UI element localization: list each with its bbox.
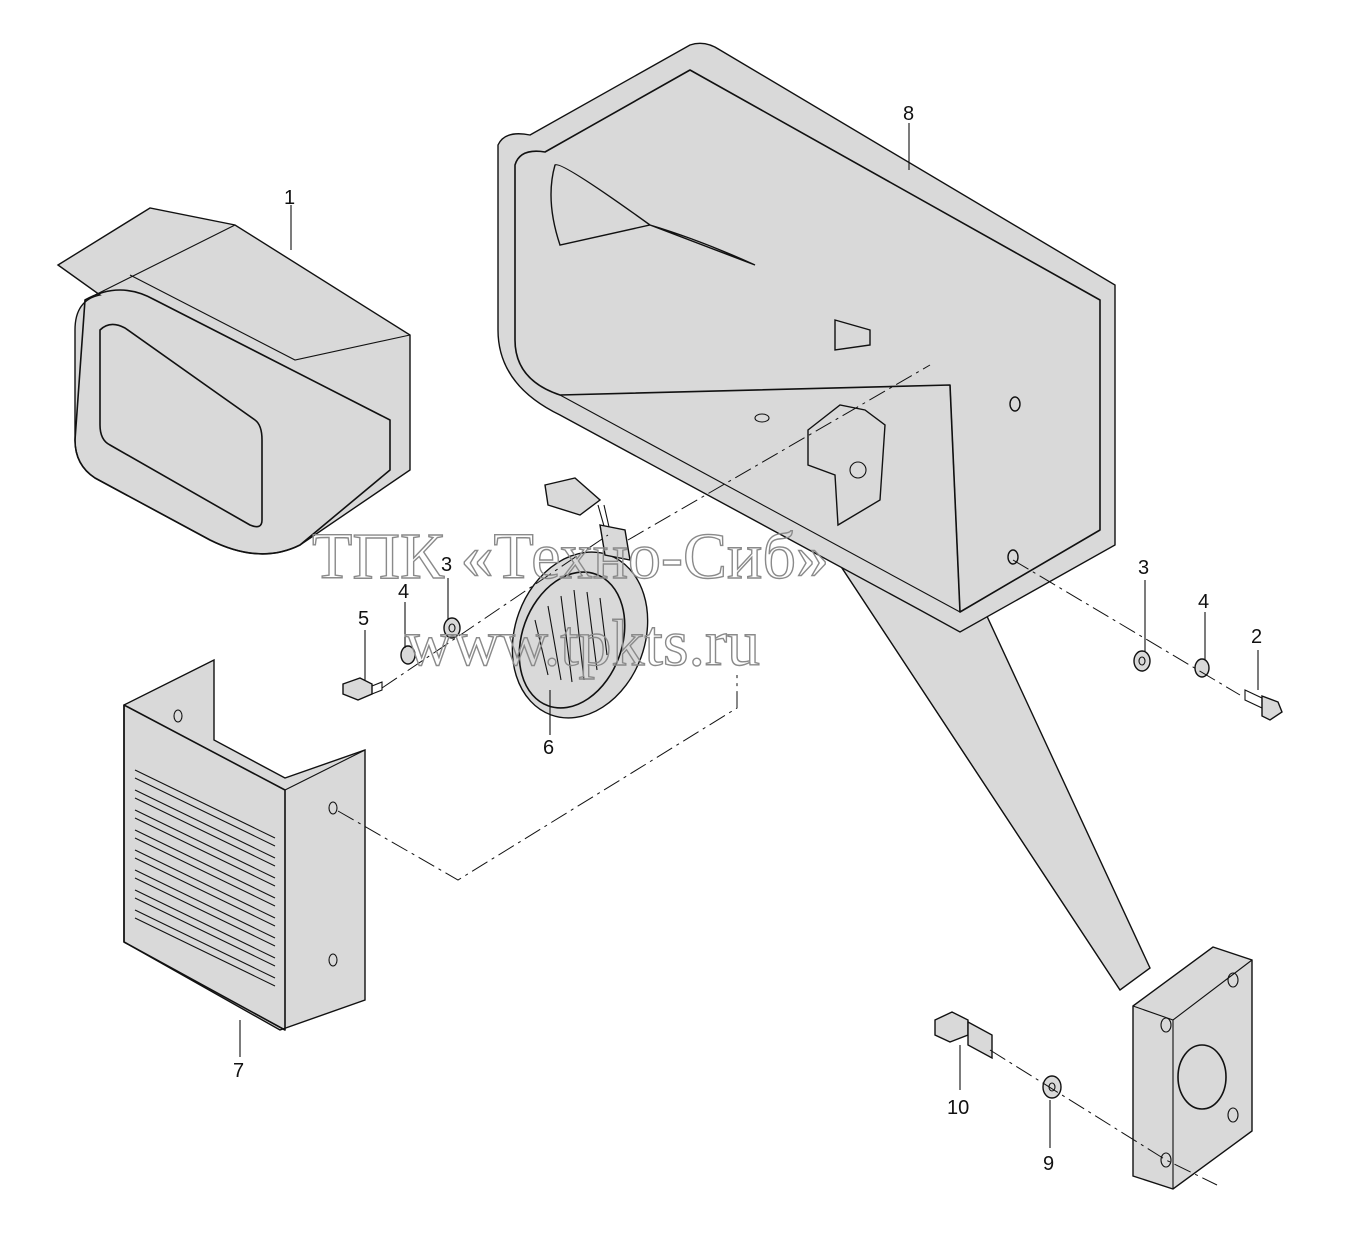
grille-slots bbox=[134, 769, 276, 987]
callout-labels: 1 8 3 4 5 6 7 3 4 2 10 9 bbox=[233, 103, 1262, 1175]
callout-8: 8 bbox=[903, 103, 914, 125]
callout-3-left: 3 bbox=[441, 554, 452, 576]
assembly-lines bbox=[337, 364, 1241, 1186]
callout-6: 6 bbox=[543, 737, 554, 759]
part-6-horn bbox=[511, 477, 649, 719]
part-8-housing bbox=[497, 42, 1253, 1190]
watermark-line1: ТПК «Техно-Сиб» bbox=[312, 520, 829, 593]
callout-1: 1 bbox=[284, 187, 295, 209]
callout-2: 2 bbox=[1251, 626, 1262, 648]
callout-9: 9 bbox=[1043, 1153, 1054, 1175]
watermark: ТПК «Техно-Сиб» www.tpkts.ru bbox=[311, 519, 829, 680]
leader-lines bbox=[239, 123, 1259, 1148]
callout-7: 7 bbox=[233, 1060, 244, 1082]
part-1-cover bbox=[56, 207, 411, 555]
callout-4-right: 4 bbox=[1198, 591, 1209, 613]
part-7-grille bbox=[123, 658, 366, 1031]
callout-5: 5 bbox=[358, 608, 369, 630]
watermark-line2: www.tpkts.ru bbox=[405, 607, 760, 680]
callout-10: 10 bbox=[947, 1097, 969, 1119]
callout-4-left: 4 bbox=[398, 581, 409, 603]
callout-3-right: 3 bbox=[1138, 557, 1149, 579]
